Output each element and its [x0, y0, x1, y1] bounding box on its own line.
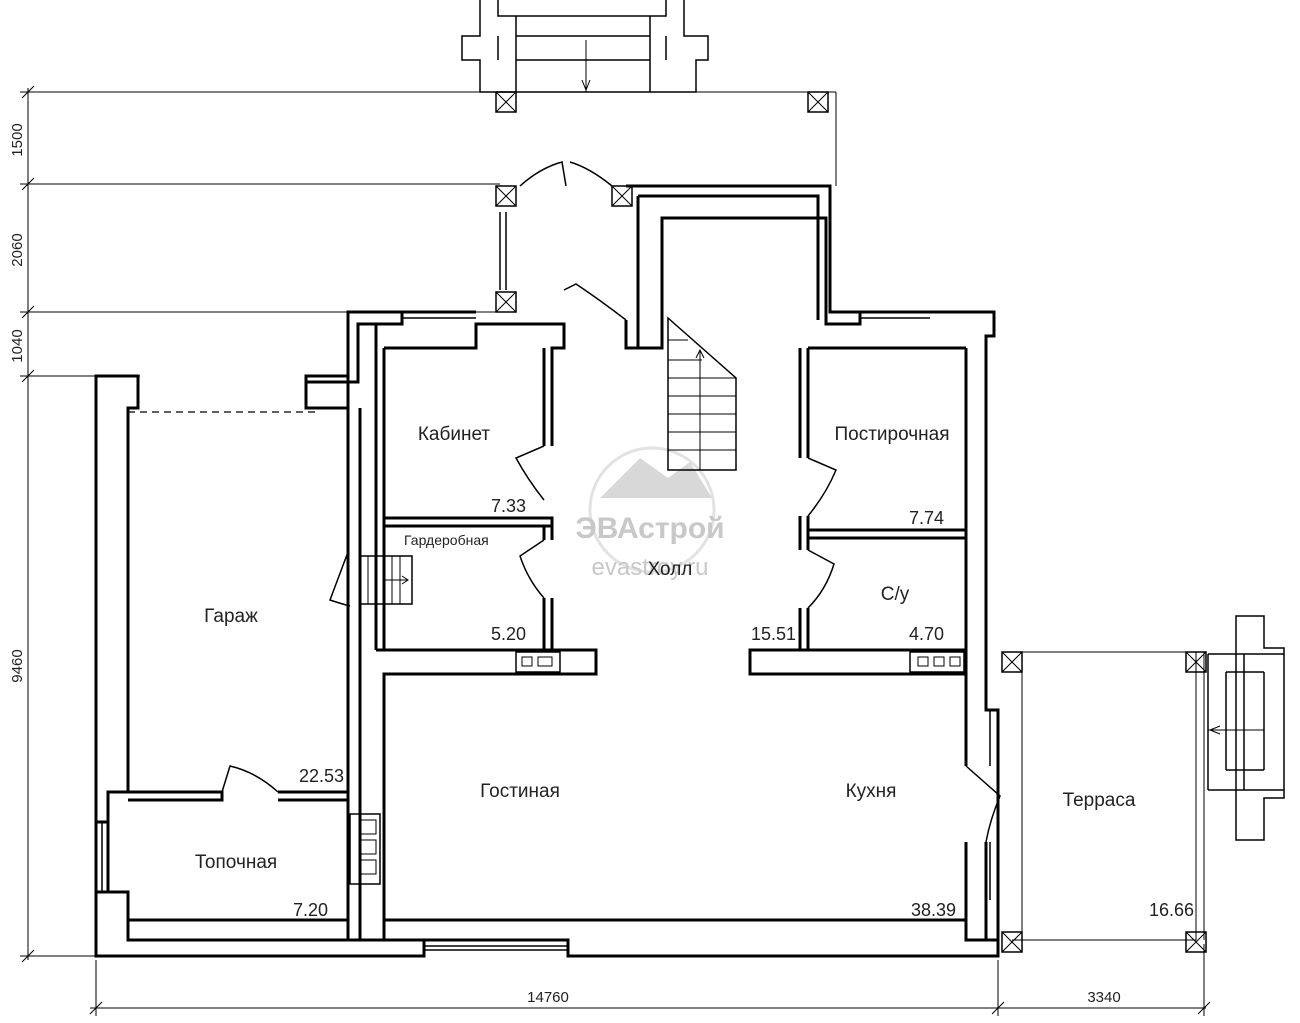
column — [495, 185, 517, 207]
room-area-wardrobe: 5.20 — [491, 624, 526, 644]
side-porch — [1207, 615, 1285, 841]
column — [1185, 931, 1207, 953]
hall-vent — [515, 651, 561, 673]
dim-3340: 3340 — [1087, 989, 1120, 1006]
watermark-ring — [588, 446, 716, 574]
room-area-bathroom: 4.70 — [909, 624, 944, 644]
room-name-laundry: Постирочная — [834, 424, 949, 445]
room-area-boiler: 7.20 — [293, 900, 328, 920]
room-area-garage: 22.53 — [299, 766, 344, 786]
room-name-boiler: Топочная — [195, 852, 277, 873]
main-stair — [667, 316, 737, 471]
kitchen-vent — [909, 651, 965, 673]
dim-1040: 1040 — [9, 329, 26, 362]
room-area-kitchen: 38.39 — [911, 900, 956, 920]
watermark-site: evastroy.ru — [592, 554, 709, 581]
room-name-wardrobe: Гардеробная — [404, 532, 489, 548]
room-name-bathroom: С/у — [881, 584, 910, 605]
windows — [101, 212, 991, 951]
watermark: ЭВАстрой evastroy.ru — [575, 446, 725, 581]
room-name-living: Гостиная — [480, 781, 560, 802]
room-name-kitchen: Кухня — [846, 781, 897, 802]
room-name-terrace: Терраса — [1063, 790, 1136, 811]
terrace-outline — [1012, 651, 1205, 941]
front-porch — [461, 0, 709, 93]
room-area-laundry: 7.74 — [909, 508, 944, 528]
room-area-terrace: 16.66 — [1149, 900, 1194, 920]
walls — [94, 184, 1000, 958]
dimension-lines — [20, 85, 1211, 1016]
watermark-house-icon — [600, 458, 712, 498]
fixtures — [349, 651, 965, 885]
room-name-study: Кабинет — [418, 424, 491, 445]
dim-2060: 2060 — [9, 233, 26, 266]
dim-14760: 14760 — [527, 989, 569, 1006]
room-name-hall: Холл — [648, 559, 693, 580]
column — [495, 291, 517, 313]
watermark-brand: ЭВАстрой — [575, 512, 724, 545]
column — [1001, 651, 1023, 673]
room-area-hall: 15.51 — [751, 624, 796, 644]
room-area-study: 7.33 — [491, 496, 526, 516]
doors — [221, 161, 1001, 843]
column — [1001, 931, 1023, 953]
small-stair — [359, 555, 413, 605]
dim-9460: 9460 — [9, 649, 26, 682]
column — [1185, 651, 1207, 673]
room-name-garage: Гараж — [204, 606, 258, 627]
dim-1500: 1500 — [9, 123, 26, 156]
column — [611, 185, 633, 207]
column — [807, 91, 829, 113]
boiler-vent — [349, 813, 381, 885]
columns — [495, 91, 1207, 953]
column — [495, 91, 517, 113]
